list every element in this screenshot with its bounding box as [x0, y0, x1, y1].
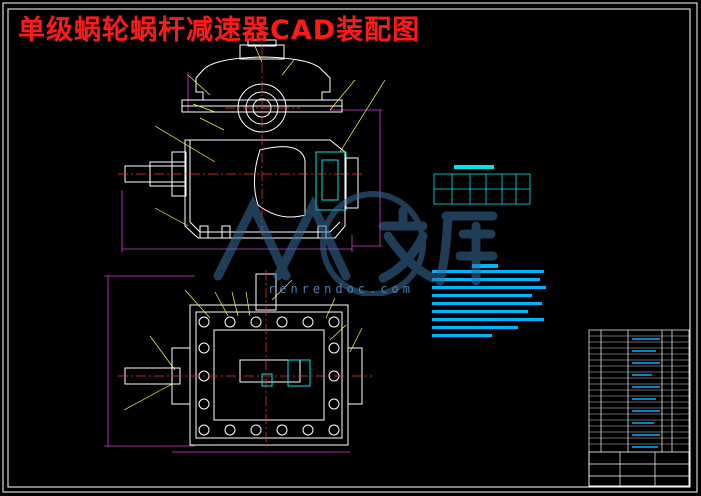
title-block — [588, 451, 690, 487]
drawing-title: 单级蜗轮蜗杆减速器CAD装配图 — [18, 15, 421, 46]
front-view — [118, 39, 386, 252]
worm-gear-section — [254, 146, 306, 218]
top-view-dimensions — [104, 275, 350, 453]
spec-table — [433, 165, 531, 205]
gear-housing-top — [195, 56, 331, 101]
top-view — [104, 270, 372, 453]
watermark-logo — [213, 191, 498, 296]
gearbox-body — [184, 139, 346, 239]
parts-list — [588, 329, 690, 487]
watermark-url: renrendoc.com — [268, 282, 414, 296]
inner-frame — [7, 8, 691, 488]
top-view-bolts — [198, 316, 340, 436]
technical-notes — [432, 264, 546, 337]
front-view-dimensions — [121, 72, 382, 252]
